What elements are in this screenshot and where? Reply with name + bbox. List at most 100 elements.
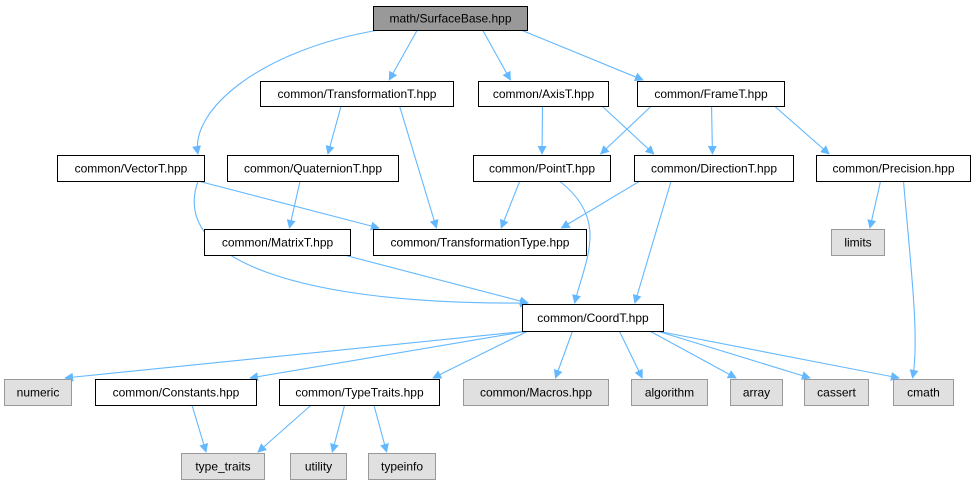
edge-directiont-to-transformationtype: [560, 180, 641, 229]
edge-line: [499, 180, 521, 229]
node-box: [804, 379, 869, 406]
edge-line: [343, 254, 529, 306]
edge-precision-to-cmath: [902, 180, 919, 379]
edge-framet-to-pointt: [599, 105, 652, 155]
edge-line: [632, 180, 672, 304]
node-box: [631, 379, 708, 406]
node-pointt[interactable]: common/PointT.hpp: [473, 155, 611, 182]
node-label: common/Precision.hpp: [832, 162, 954, 176]
node-macros: common/Macros.hpp: [463, 379, 609, 406]
node-box: [260, 81, 454, 107]
node-array: array: [730, 379, 783, 406]
edge-line: [373, 404, 389, 453]
edge-typetraits-to-utility: [330, 404, 346, 453]
edge-line: [257, 404, 312, 453]
node-label: math/SurfaceBase.hpp: [389, 12, 511, 26]
edge-line: [618, 330, 643, 379]
node-directiont[interactable]: common/DirectionT.hpp: [634, 155, 794, 182]
edge-line: [774, 105, 830, 155]
node-label: numeric: [17, 386, 60, 400]
edge-line: [559, 180, 591, 304]
node-box: [831, 229, 885, 256]
node-label: common/Constants.hpp: [113, 386, 240, 400]
edge-pointt-to-coordt: [559, 180, 591, 304]
node-box: [634, 155, 794, 182]
edge-line: [656, 330, 811, 380]
edge-coordt-to-numeric: [64, 330, 529, 382]
node-typeinfo: typeinfo: [368, 453, 436, 480]
node-axist[interactable]: common/AxisT.hpp: [478, 81, 609, 107]
node-quaterniont[interactable]: common/QuaternionT.hpp: [227, 155, 399, 182]
node-coordt[interactable]: common/CoordT.hpp: [522, 304, 664, 332]
node-label: common/VectorT.hpp: [75, 162, 188, 176]
edge-matrixt-to-coordt: [343, 254, 529, 306]
node-label: common/PointT.hpp: [489, 162, 595, 176]
node-label: cmath: [907, 386, 940, 400]
node-label: algorithm: [645, 386, 694, 400]
node-box: [373, 6, 528, 31]
node-surfacebase: math/SurfaceBase.hpp: [373, 6, 528, 31]
edge-framet-to-precision: [774, 105, 830, 155]
edge-line: [193, 180, 529, 308]
edge-directiont-to-coordt: [632, 180, 672, 304]
node-box: [4, 379, 72, 406]
edge-line: [191, 404, 209, 453]
node-typetraits[interactable]: common/TypeTraits.hpp: [279, 379, 440, 406]
edge-framet-to-directiont: [707, 105, 717, 155]
edge-surfacebase-to-vectort: [192, 29, 380, 155]
edge-line: [325, 105, 342, 155]
node-label: common/Macros.hpp: [480, 386, 592, 400]
node-transformationtype[interactable]: common/TransformationType.hpp: [373, 229, 587, 256]
edge-coordt-to-cassert: [656, 330, 811, 380]
edge-typetraits-to-type_traits: [257, 404, 312, 453]
node-cmath: cmath: [893, 379, 954, 406]
node-box: [368, 453, 436, 480]
node-framet[interactable]: common/FrameT.hpp: [637, 81, 785, 107]
node-label: common/TypeTraits.hpp: [295, 386, 424, 400]
node-precision[interactable]: common/Precision.hpp: [816, 155, 971, 182]
node-transformationt[interactable]: common/TransformationT.hpp: [260, 81, 454, 107]
edge-line: [388, 29, 418, 81]
node-label: cassert: [817, 386, 856, 400]
edge-coordt-to-typetraits: [432, 330, 529, 379]
node-matrixt[interactable]: common/MatrixT.hpp: [204, 229, 351, 256]
edges-layer: [64, 29, 919, 453]
node-vectort[interactable]: common/VectorT.hpp: [57, 155, 205, 182]
node-box: [893, 379, 954, 406]
edge-surfacebase-to-framet: [520, 29, 644, 82]
edge-line: [197, 180, 380, 231]
node-box: [181, 453, 265, 480]
node-label: array: [743, 386, 770, 400]
edge-line: [192, 29, 380, 155]
node-label: typeinfo: [381, 460, 423, 474]
edge-coordt-to-macros: [553, 330, 574, 379]
edge-quaterniont-to-matrixt: [286, 180, 301, 229]
node-label: common/MatrixT.hpp: [222, 236, 334, 250]
node-label: limits: [844, 236, 871, 250]
node-box: [279, 379, 440, 406]
edge-line: [656, 330, 900, 381]
edge-line: [399, 105, 439, 229]
node-label: common/TransformationType.hpp: [391, 236, 570, 250]
edge-line: [560, 180, 641, 229]
node-label: common/QuaternionT.hpp: [244, 162, 382, 176]
edge-coordt-to-array: [649, 330, 737, 379]
node-cassert: cassert: [804, 379, 869, 406]
edge-line: [553, 330, 574, 379]
node-box: [478, 81, 609, 107]
edge-vectort-to-coordt: [193, 180, 529, 308]
node-label: common/TransformationT.hpp: [278, 87, 437, 101]
edge-line: [520, 29, 644, 82]
edge-coordt-to-cmath: [656, 330, 900, 381]
edge-coordt-to-algorithm: [618, 330, 643, 379]
node-constants[interactable]: common/Constants.hpp: [95, 379, 257, 406]
edge-transformationt-to-transformationtype: [399, 105, 439, 229]
edge-line: [330, 404, 346, 453]
edge-constants-to-type_traits: [191, 404, 209, 453]
node-box: [290, 453, 347, 480]
node-box: [204, 229, 351, 256]
node-box: [522, 304, 664, 332]
edge-line: [867, 180, 882, 229]
edge-line: [64, 330, 529, 382]
node-box: [57, 155, 205, 182]
